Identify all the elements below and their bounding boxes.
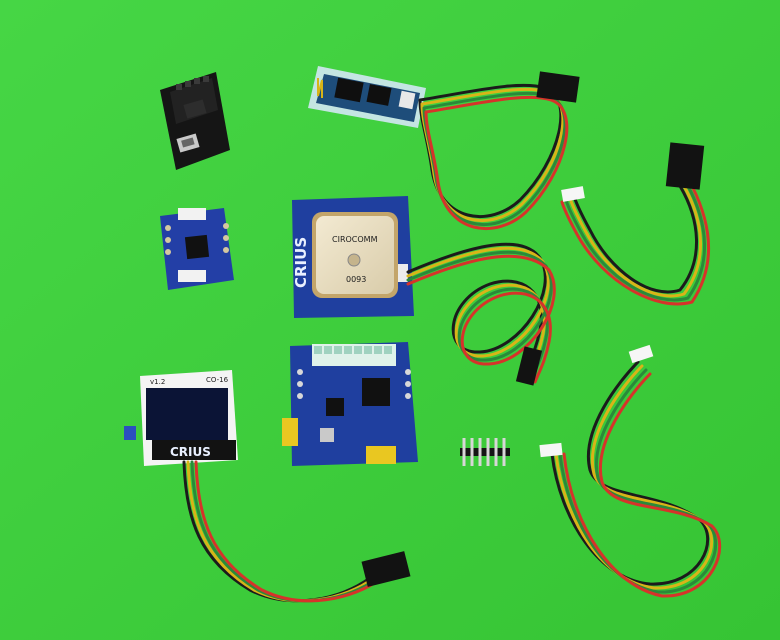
sensor-board <box>160 208 234 290</box>
right-top-cable <box>560 184 710 306</box>
gps-antenna-logo: CIROCOMM <box>332 235 378 244</box>
gps-cable-connector <box>515 346 543 386</box>
bluetooth-cable <box>418 83 569 231</box>
gps-brand-label: CRIUS <box>292 237 310 288</box>
flight-controller-board <box>282 342 418 466</box>
right-top-jst-plug <box>561 186 585 202</box>
gps-antenna-code: 0093 <box>346 275 366 284</box>
pin-header <box>460 438 510 466</box>
right-bottom-jst-plug-bottom <box>539 442 563 458</box>
oled-cable <box>182 460 384 603</box>
right-bottom-cable <box>550 360 722 598</box>
right-top-connector <box>665 142 705 190</box>
oled-corner-right: CO-16 <box>206 376 229 384</box>
bluetooth-module <box>308 66 426 128</box>
usb-ftdi-adapter <box>160 72 230 170</box>
oled-display-module: CRIUS v1.2 CO-16 <box>124 370 238 466</box>
oled-cable-connector <box>361 551 411 587</box>
right-bottom-jst-plug-top <box>628 344 654 364</box>
oled-corner-left: v1.2 <box>150 378 165 386</box>
bluetooth-cable-connector <box>536 71 580 103</box>
gps-cable <box>406 242 556 384</box>
gps-module: CRIUS CIROCOMM 0093 <box>292 196 414 318</box>
oled-brand-label: CRIUS <box>170 445 211 459</box>
